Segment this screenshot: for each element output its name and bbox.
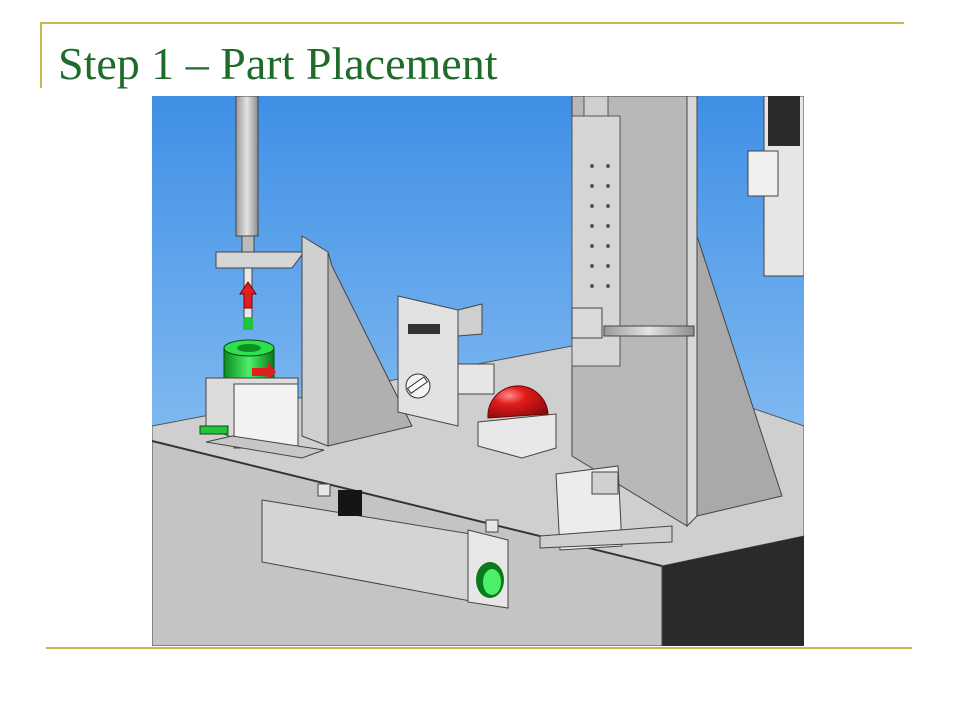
- brace: [696, 235, 783, 517]
- left-rule: [40, 22, 42, 88]
- top-rule: [40, 22, 904, 24]
- slide-title: Step 1 – Part Placement: [58, 38, 498, 89]
- emergency-stop-button: [477, 385, 557, 459]
- column-holes: [590, 164, 610, 288]
- bottom-rule: [46, 647, 912, 649]
- machine-illustration: [152, 96, 804, 646]
- press-plate: [301, 235, 329, 447]
- machine-render: [152, 96, 804, 646]
- part-green-cylinder: [223, 339, 276, 380]
- rotation-arrow-icon: [252, 362, 276, 380]
- table-side-dark: [662, 536, 804, 646]
- horizontal-rod: [603, 325, 695, 337]
- pneumatic-cylinder: [235, 96, 259, 237]
- switch-panel: [397, 295, 459, 427]
- sensor: [199, 425, 229, 435]
- connector: [338, 490, 362, 516]
- knob-icon: [405, 373, 431, 399]
- press-bracket: [215, 251, 305, 269]
- arrow-up-icon: [239, 281, 257, 309]
